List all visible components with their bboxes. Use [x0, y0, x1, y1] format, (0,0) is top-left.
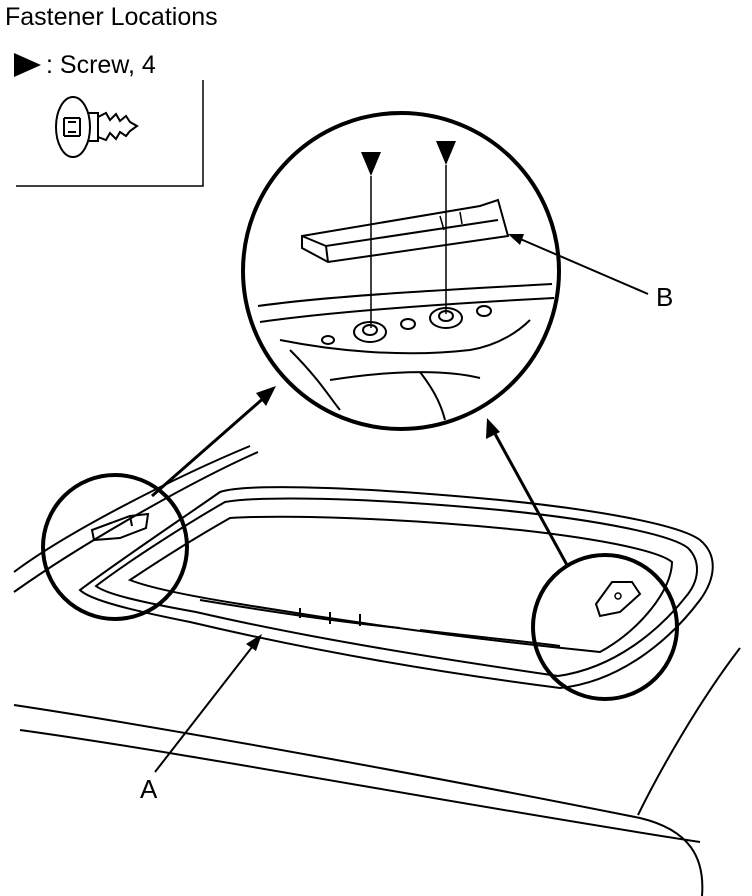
- connector-arrows: [151, 386, 569, 566]
- callout-leaders: [154, 234, 649, 773]
- legend-frame: [16, 80, 204, 187]
- callout-a: A: [140, 774, 158, 804]
- screw-marker-icon: [361, 152, 381, 176]
- arrowhead-icon: [256, 386, 276, 406]
- car-roof: [13, 445, 741, 896]
- screw-marker-icon: [436, 141, 456, 165]
- left-detail-circle: [41, 473, 189, 621]
- arrowhead-icon: [246, 634, 262, 651]
- screw-icon: [55, 96, 139, 158]
- arrowhead-icon: [508, 234, 524, 245]
- right-detail-circle: [531, 553, 679, 701]
- triangle-marker-icon: [14, 53, 41, 77]
- legend: : Screw, 4: [14, 51, 204, 187]
- callout-b: B: [656, 282, 673, 312]
- diagram-title: Fastener Locations: [5, 3, 218, 31]
- main-detail-circle: [241, 111, 561, 431]
- legend-label: : Screw, 4: [46, 51, 156, 79]
- arrowhead-icon: [486, 418, 500, 439]
- sunroof-frame: [78, 486, 714, 690]
